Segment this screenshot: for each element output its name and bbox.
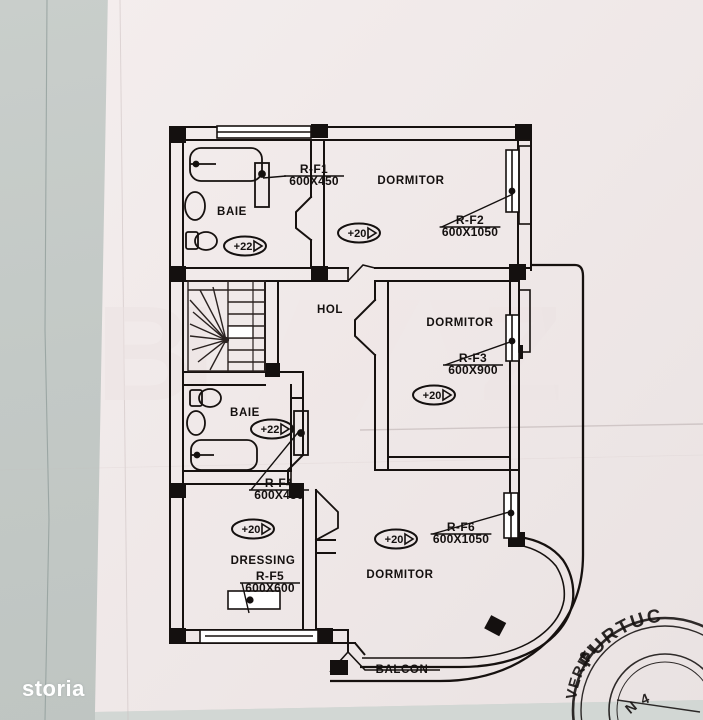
svg-text:B: B (96, 278, 196, 429)
level-marker-arrow (404, 532, 415, 546)
window-tag-size: 600X450 (254, 488, 304, 502)
level-marker-outline (223, 235, 267, 257)
room-label-baie-top: BAIE (217, 206, 247, 218)
scan-fold-line (44, 0, 50, 720)
level-marker-arrow (280, 422, 291, 436)
room-label-dormitor-2: DORMITOR (426, 317, 493, 329)
window-tags-layer: R-F1600X450R-F2600X1050R-F3600X900R-F460… (240, 162, 514, 614)
window-tag-code: R-F5 (256, 569, 284, 583)
window-tag-leader (241, 582, 250, 614)
storia-logo: storia (22, 676, 85, 701)
level-marker-lvl-dorm-1: +20 (337, 222, 381, 244)
level-marker-arrow (261, 522, 272, 536)
level-marker-value: +20 (348, 228, 367, 240)
window-tag-size: 600X600 (245, 581, 295, 595)
doors (290, 264, 376, 484)
level-marker-outline (374, 528, 418, 550)
level-marker-value: +20 (242, 524, 261, 536)
level-marker-lvl-baie-bottom: +22 (250, 418, 294, 440)
level-markers-layer: +22 +20 +20 +22 +20 +20 (223, 222, 456, 550)
room-label-dormitor-3: DORMITOR (366, 569, 433, 581)
room-label-hol: HOL (317, 304, 343, 316)
level-marker-outline (337, 222, 381, 244)
verification-stamp (571, 616, 703, 720)
level-marker-value: +22 (261, 424, 280, 436)
room-label-balcon: BALCON (376, 664, 429, 676)
window-tag-leader (262, 175, 287, 179)
bathroom-top-fixtures (184, 147, 270, 251)
level-marker-outline (231, 518, 275, 540)
level-marker-value: +20 (423, 390, 442, 402)
window-tag-leader (441, 193, 514, 228)
staircase (187, 280, 266, 372)
room-label-dormitor-1: DORMITOR (377, 175, 444, 187)
window-tag-code: R-F3 (459, 351, 487, 365)
balcony-jambs (347, 630, 366, 656)
window-tag-leader (250, 429, 301, 491)
level-marker-outline (412, 384, 456, 406)
room-labels-layer: BAIE DORMITOR HOL DORMITOR BAIE DRESSING DORMI… (217, 175, 493, 676)
level-marker-value: +20 (385, 534, 404, 546)
window-tag-size: 600X1050 (433, 532, 489, 546)
level-marker-arrow (442, 388, 453, 402)
window-tag-code: R-F4 (265, 476, 293, 490)
window-tag-size: 600X450 (289, 174, 339, 188)
level-marker-arrow (367, 226, 378, 240)
level-marker-lvl-dorm-2: +20 (412, 384, 456, 406)
windows (199, 125, 532, 644)
window-tag-leader (432, 511, 510, 535)
room-label-baie-bottom: BAIE (230, 407, 260, 419)
level-marker-lvl-dorm-3: +20 (374, 528, 418, 550)
level-marker-outline (250, 418, 294, 440)
room-label-dressing: DRESSING (231, 555, 296, 567)
watermark-bz: B I Z (96, 278, 562, 429)
level-marker-value: +22 (234, 241, 253, 253)
level-marker-lvl-dressing: +20 (231, 518, 275, 540)
window-tag-size: 600X900 (448, 363, 498, 377)
window-tag-leader (444, 340, 514, 366)
level-marker-arrow (253, 239, 264, 253)
paper-sheet (95, 0, 703, 720)
window-tag-size: 600X1050 (442, 225, 498, 239)
level-marker-lvl-baie-top: +22 (223, 235, 267, 257)
window-tag-code: R-F1 (300, 162, 328, 176)
